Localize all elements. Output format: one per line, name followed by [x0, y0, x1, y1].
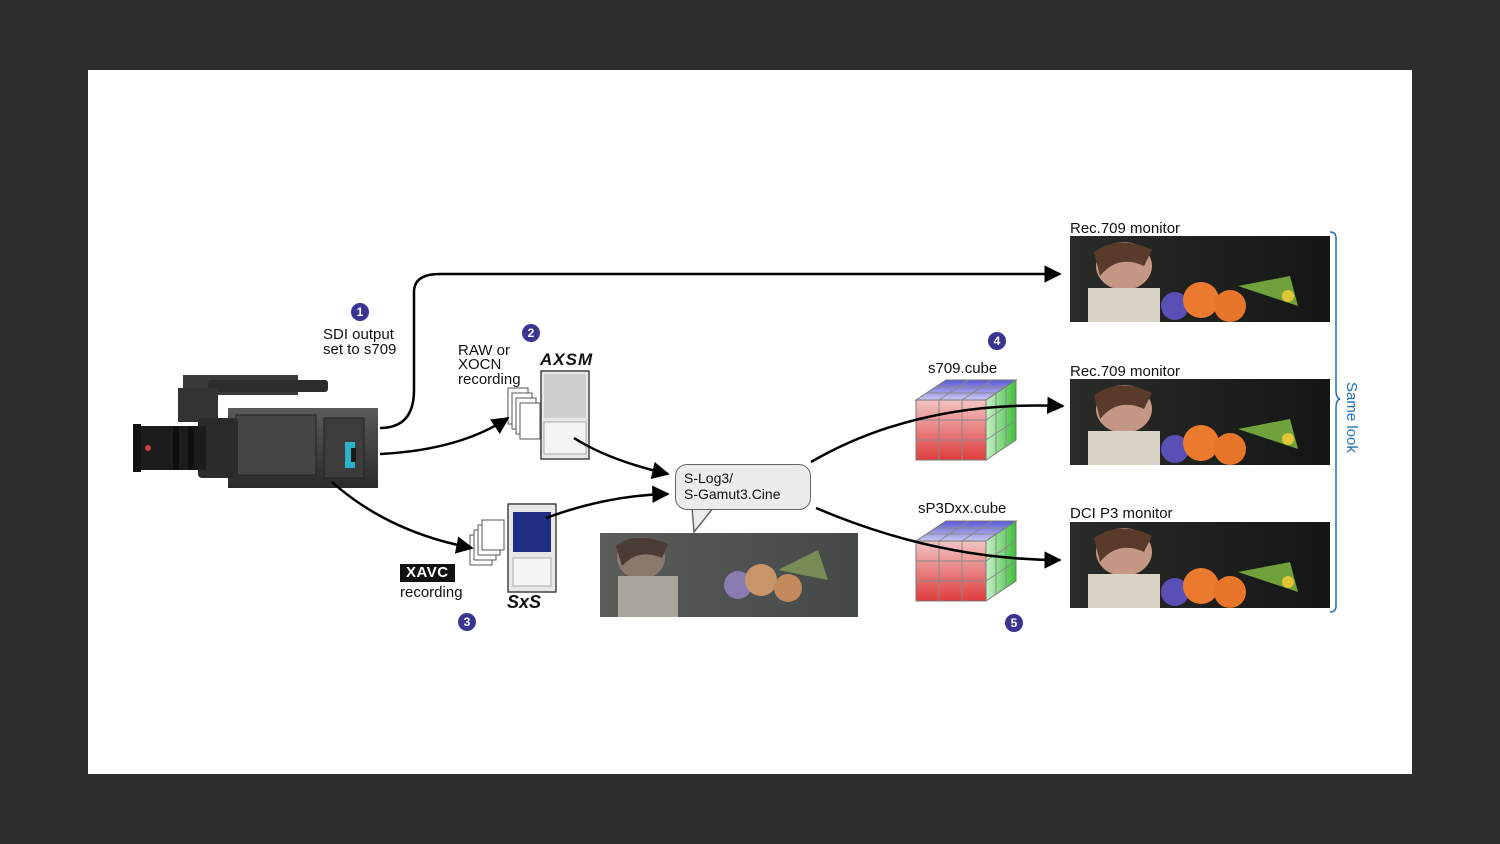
- same-look-label: Same look: [1343, 382, 1360, 453]
- same-look-bracket: [1329, 231, 1341, 613]
- monitor-image: [1070, 522, 1330, 608]
- axsm-logo: AXSM: [540, 350, 594, 369]
- log-format-bubble: S-Log3/ S-Gamut3.Cine: [675, 464, 811, 510]
- step-1-badge: 1: [351, 303, 369, 321]
- step-3-text: recording: [400, 584, 463, 601]
- step-3-badge: 3: [458, 613, 476, 631]
- monitor-1-label: Rec.709 monitor: [1070, 220, 1181, 237]
- step-2-line1: RAW or: [458, 342, 510, 359]
- step-2-line2: XOCN: [458, 356, 502, 373]
- step-1-line2: set to s709: [323, 341, 397, 358]
- arrow-camera-to-axsm: [379, 416, 510, 456]
- arrow-camera-to-sxs: [331, 481, 474, 554]
- log-image: [600, 533, 858, 617]
- monitor-image: [1070, 379, 1330, 465]
- camera-icon: [133, 375, 378, 488]
- arrow-log-to-monitor-3: [815, 506, 1062, 569]
- lut-sp3d-label: sP3Dxx.cube: [918, 500, 1007, 517]
- step-2-badge: 2: [522, 324, 540, 342]
- step-4-badge: 4: [988, 332, 1006, 350]
- diagram-panel: S-Log3/ S-Gamut3.Cine 1 SDI output set t…: [88, 70, 1412, 774]
- step-2-line3: recording: [458, 371, 521, 388]
- lut-cube-icon: [914, 379, 1018, 461]
- monitor-3-label: DCI P3 monitor: [1070, 505, 1173, 522]
- step-5-badge: 5: [1005, 614, 1023, 632]
- log-format-line2: S-Gamut3.Cine: [684, 486, 781, 502]
- arrow-axsm-to-log: [573, 436, 670, 479]
- arrow-sxs-to-log: [545, 485, 670, 520]
- monitor-image: [1070, 236, 1330, 322]
- log-format-line1: S-Log3/: [684, 470, 734, 486]
- lut-s709-label: s709.cube: [928, 360, 998, 377]
- sxs-card-icon: [469, 503, 557, 593]
- axsm-card-icon: [507, 370, 590, 460]
- arrow-log-to-monitor-2: [810, 396, 1065, 464]
- lut-cube-icon: [914, 520, 1018, 602]
- arrow-sdi-to-monitor-1: [379, 265, 1062, 430]
- diagram-canvas: [133, 231, 1341, 617]
- step-1-line1: SDI output: [323, 326, 394, 343]
- xavc-badge: XAVC: [400, 564, 455, 582]
- sxs-logo: SxS: [507, 592, 542, 612]
- monitor-2-label: Rec.709 monitor: [1070, 363, 1181, 380]
